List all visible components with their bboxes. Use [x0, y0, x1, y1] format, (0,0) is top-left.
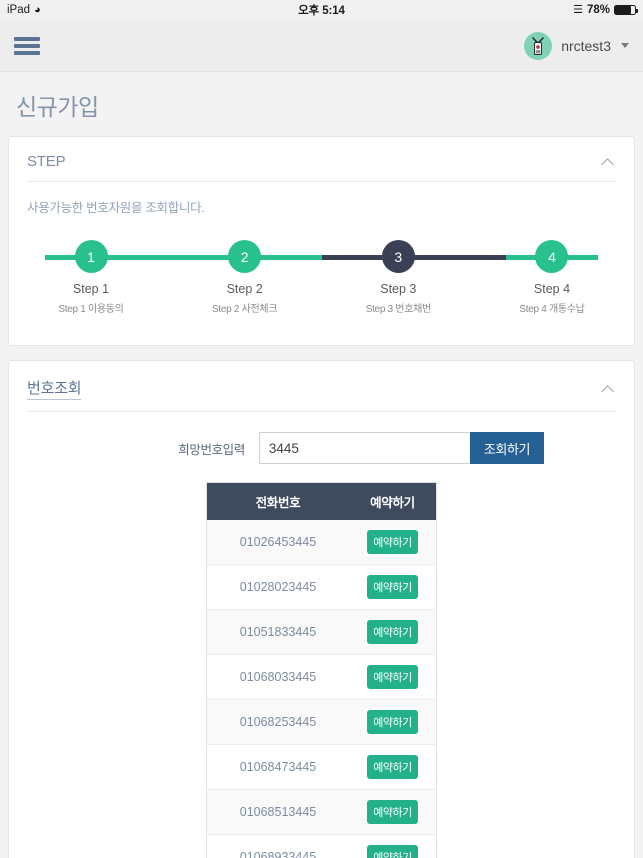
- step-circle-4: 4: [535, 240, 569, 273]
- reserve-cell: 예약하기: [349, 700, 437, 745]
- reserve-cell: 예약하기: [349, 790, 437, 835]
- step-name-3: Step 3: [380, 282, 417, 296]
- chevron-down-icon[interactable]: [621, 43, 629, 48]
- table-row: 01026453445 예약하기: [206, 520, 437, 565]
- phone-number-cell: 01051833445: [239, 625, 317, 639]
- desired-number-input[interactable]: [258, 432, 470, 464]
- table-row: 01051833445 예약하기: [206, 609, 437, 655]
- divider: [27, 411, 616, 412]
- reserve-cell: 예약하기: [349, 655, 437, 700]
- reserve-button[interactable]: 예약하기: [367, 575, 418, 599]
- phone-number-cell: 01028023445: [239, 580, 317, 594]
- column-header-phone: 전화번호: [206, 482, 349, 520]
- progress-stepper: 1 Step 1 Step 1 이용동의 2 Step 2 Step 2 사전체…: [9, 216, 634, 345]
- phone-number-cell: 01026453445: [239, 535, 317, 549]
- user-badge-avatar-icon: [524, 31, 553, 60]
- ios-status-bar: iPad ◕ 오후 5:14 ☰ 78%: [0, 0, 643, 20]
- search-button[interactable]: 조회하기: [469, 432, 545, 464]
- phone-number-cell: 01068033445: [239, 670, 317, 684]
- step-card-description: 사용가능한 번호자원을 조회합니다.: [27, 201, 205, 215]
- phone-number-cell: 01068933445: [239, 850, 317, 858]
- step-card: STEP 사용가능한 번호자원을 조회합니다. 1 Step 1 Step 1: [8, 136, 635, 346]
- step-name-4: Step 4: [533, 282, 571, 296]
- step-sub-3: Step 3 번호채번: [365, 304, 432, 315]
- reserve-cell: 예약하기: [349, 610, 437, 655]
- reserve-button[interactable]: 예약하기: [367, 845, 418, 858]
- chevron-up-icon[interactable]: [602, 157, 616, 167]
- divider: [27, 181, 616, 182]
- step-sub-1: Step 1 이용동의: [58, 304, 124, 315]
- status-clock: 오후 5:14: [298, 5, 345, 17]
- chevron-up-icon[interactable]: [602, 384, 616, 394]
- number-table-wrapper: 전화번호 예약하기 01026453445 예약하기 01028023445 예약하기…: [9, 482, 634, 858]
- bluetooth-icon: ☰: [573, 3, 583, 16]
- column-header-reserve: 예약하기: [348, 482, 437, 520]
- table-row: 01068253445 예약하기: [206, 699, 437, 745]
- reserve-button[interactable]: 예약하기: [367, 710, 418, 734]
- step-name-1: Step 1: [72, 282, 110, 296]
- top-navbar: nrctest3: [0, 20, 643, 72]
- reserve-cell: 예약하기: [349, 520, 437, 565]
- table-row: 01068473445 예약하기: [206, 744, 437, 790]
- battery-icon: [614, 5, 638, 15]
- connector-2-3: [229, 255, 414, 260]
- step-item-3[interactable]: 3 Step 3 Step 3 번호채번: [352, 240, 444, 315]
- step-sub-4: Step 4 개통수납: [519, 304, 585, 315]
- hamburger-menu-icon[interactable]: [14, 34, 40, 58]
- step-circle-1: 1: [74, 240, 108, 273]
- reserve-cell: 예약하기: [349, 835, 437, 858]
- wifi-icon: ◕: [34, 3, 41, 16]
- reserve-button[interactable]: 예약하기: [367, 755, 418, 779]
- step-item-4[interactable]: 4 Step 4 Step 4 개통수납: [506, 240, 598, 315]
- battery-percent-label: 78%: [586, 4, 610, 16]
- status-left: iPad ◕: [7, 4, 41, 16]
- step-name-2: Step 2: [226, 282, 263, 296]
- username-label: nrctest3: [561, 37, 611, 54]
- reserve-cell: 예약하기: [349, 745, 437, 790]
- step-card-title: STEP: [27, 153, 66, 170]
- table-row: 01068933445 예약하기: [206, 834, 437, 858]
- table-head: 전화번호 예약하기: [206, 482, 437, 520]
- step-card-header: STEP: [9, 137, 634, 181]
- phone-number-cell: 01068513445: [239, 805, 317, 819]
- reserve-button[interactable]: 예약하기: [367, 620, 418, 644]
- page-title: 신규가입: [16, 94, 99, 120]
- phone-number-cell: 01068473445: [239, 760, 317, 774]
- reserve-button[interactable]: 예약하기: [367, 665, 418, 689]
- reserve-button[interactable]: 예약하기: [367, 530, 418, 554]
- desired-number-label: 희망번호입력: [178, 442, 245, 457]
- step-item-2[interactable]: 2 Step 2 Step 2 사전체크: [199, 240, 291, 315]
- lookup-card-title[interactable]: 번호조회: [27, 377, 82, 400]
- phone-number-cell: 01068253445: [239, 715, 317, 729]
- step-sub-2: Step 2 사전체크: [212, 304, 278, 315]
- step-item-1[interactable]: 1 Step 1 Step 1 이용동의: [45, 240, 137, 315]
- user-menu[interactable]: nrctest3: [524, 31, 629, 60]
- page-body: 신규가입 STEP 사용가능한 번호자원을 조회합니다. 1: [0, 72, 643, 858]
- lookup-card-header: 번호조회: [9, 361, 634, 411]
- table-row: 01068513445 예약하기: [206, 789, 437, 835]
- reserve-cell: 예약하기: [349, 565, 437, 610]
- device-label: iPad: [7, 4, 31, 16]
- status-right: ☰ 78%: [573, 3, 638, 16]
- number-search-row: 희망번호입력 조회하기: [9, 412, 634, 482]
- table-row: 01068033445 예약하기: [206, 654, 437, 700]
- number-lookup-card: 번호조회 희망번호입력 조회하기 전화번호 예약하기 01026453445 예약…: [8, 360, 635, 858]
- table-row: 01028023445 예약하기: [206, 564, 437, 610]
- number-results-table: 전화번호 예약하기 01026453445 예약하기 01028023445 예약하기…: [206, 482, 437, 858]
- reserve-button[interactable]: 예약하기: [367, 800, 418, 824]
- step-circle-2: 2: [228, 240, 262, 273]
- table-header-row: 전화번호 예약하기: [206, 482, 437, 520]
- step-circle-3: 3: [381, 240, 415, 273]
